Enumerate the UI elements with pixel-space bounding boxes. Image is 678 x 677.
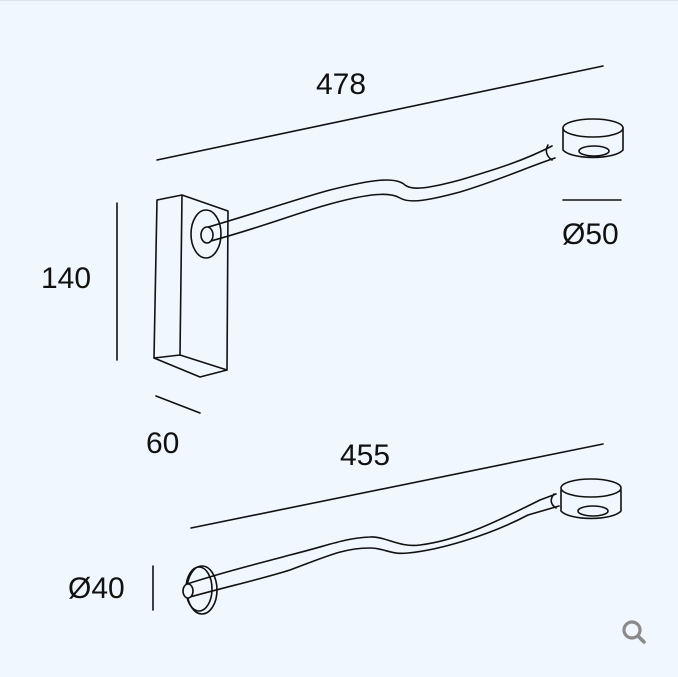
length-dimension-line <box>156 65 604 161</box>
zoom-button[interactable] <box>618 616 650 648</box>
length-label-top: 478 <box>316 68 367 101</box>
wall-box <box>153 194 229 378</box>
length-label-bottom: 455 <box>340 439 391 472</box>
height-label: 140 <box>41 262 92 295</box>
top-variant <box>116 65 624 414</box>
depth-label: 60 <box>146 427 180 460</box>
bottom-variant <box>152 443 622 615</box>
length-dimension-line-bottom <box>190 443 604 529</box>
lamp-head <box>562 118 624 159</box>
flex-arm-bottom <box>182 493 560 599</box>
depth-dimension-line <box>155 395 201 414</box>
lamp-head-bottom <box>560 478 622 520</box>
flex-arm <box>200 144 556 244</box>
base-diameter-label: Ø40 <box>68 572 125 605</box>
magnifier-icon <box>622 620 646 644</box>
head-diameter-label: Ø50 <box>562 218 619 251</box>
top-border <box>0 0 678 1</box>
